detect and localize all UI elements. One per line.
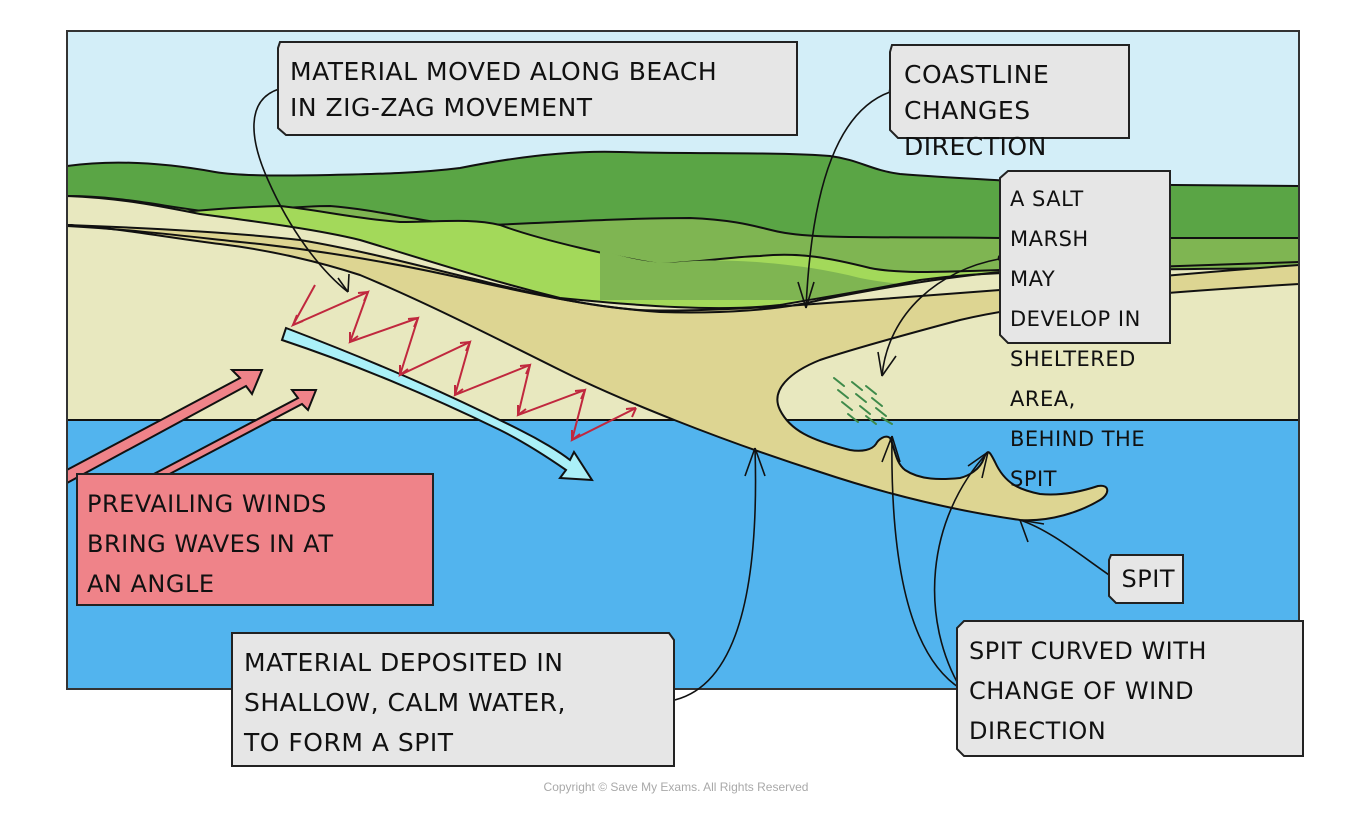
prevailing-winds-label-box <box>76 473 434 606</box>
longshore-drift-arrow <box>280 326 594 482</box>
salt-marsh-label-box <box>999 170 1171 344</box>
deposited-label: MATERIAL DEPOSITED IN SHALLOW, CALM WATE… <box>244 648 566 757</box>
curved-label: SPIT CURVED WITH CHANGE OF WIND DIRECTIO… <box>969 637 1207 745</box>
zigzag-label: MATERIAL MOVED ALONG BEACH IN ZIG-ZAG MO… <box>290 57 718 122</box>
spit-label: SPIT <box>1121 565 1175 593</box>
copyright-notice: Copyright © Save My Exams. All Rights Re… <box>543 780 809 794</box>
wind-arrow-1 <box>67 369 264 485</box>
diagram-frame <box>66 30 1300 690</box>
sand-spit <box>67 224 1299 522</box>
zigzag-label-box <box>277 41 798 136</box>
zigzag-movement-arrows <box>290 284 637 442</box>
salt-marsh-icon <box>833 377 893 425</box>
salt-marsh-label: A SALT MARSH MAY DEVELOP IN SHELTERED AR… <box>1010 187 1146 491</box>
wind-arrow-2 <box>146 389 318 480</box>
curved-label-box <box>956 620 1304 757</box>
coastline-label-box <box>889 44 1130 139</box>
deposited-label-box <box>231 632 675 767</box>
prevailing-winds-label: PREVAILING WINDS BRING WAVES IN AT AN AN… <box>87 490 334 598</box>
coastline-label: COASTLINE CHANGES DIRECTION <box>904 60 1050 161</box>
spit-label-box <box>1108 554 1184 604</box>
label-boxes <box>76 41 1304 767</box>
coastline-edge <box>67 225 1299 314</box>
